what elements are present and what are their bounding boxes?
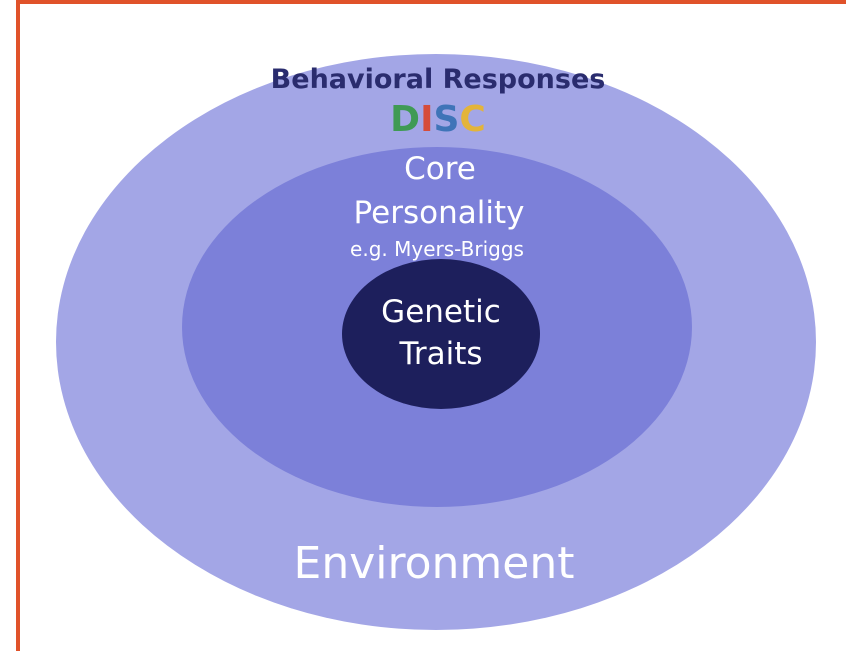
frame-border-left [16, 0, 20, 651]
myers-briggs-example-label: e.g. Myers-Briggs [350, 237, 524, 261]
disc-letter-i: I [420, 99, 433, 140]
frame-border-top [16, 0, 846, 4]
disc-logo: DISC [390, 99, 486, 140]
disc-letter-d: D [390, 99, 420, 140]
disc-letter-s: S [433, 99, 459, 140]
disc-letter-c: C [459, 99, 485, 140]
behavioral-responses-label: Behavioral Responses [271, 64, 606, 95]
genetic-label: Genetic [381, 294, 501, 330]
traits-label: Traits [398, 336, 482, 372]
core-label: Core [404, 151, 476, 187]
environment-label: Environment [294, 538, 575, 589]
inner-ellipse-genetic-traits [342, 259, 540, 409]
personality-label: Personality [354, 195, 525, 231]
